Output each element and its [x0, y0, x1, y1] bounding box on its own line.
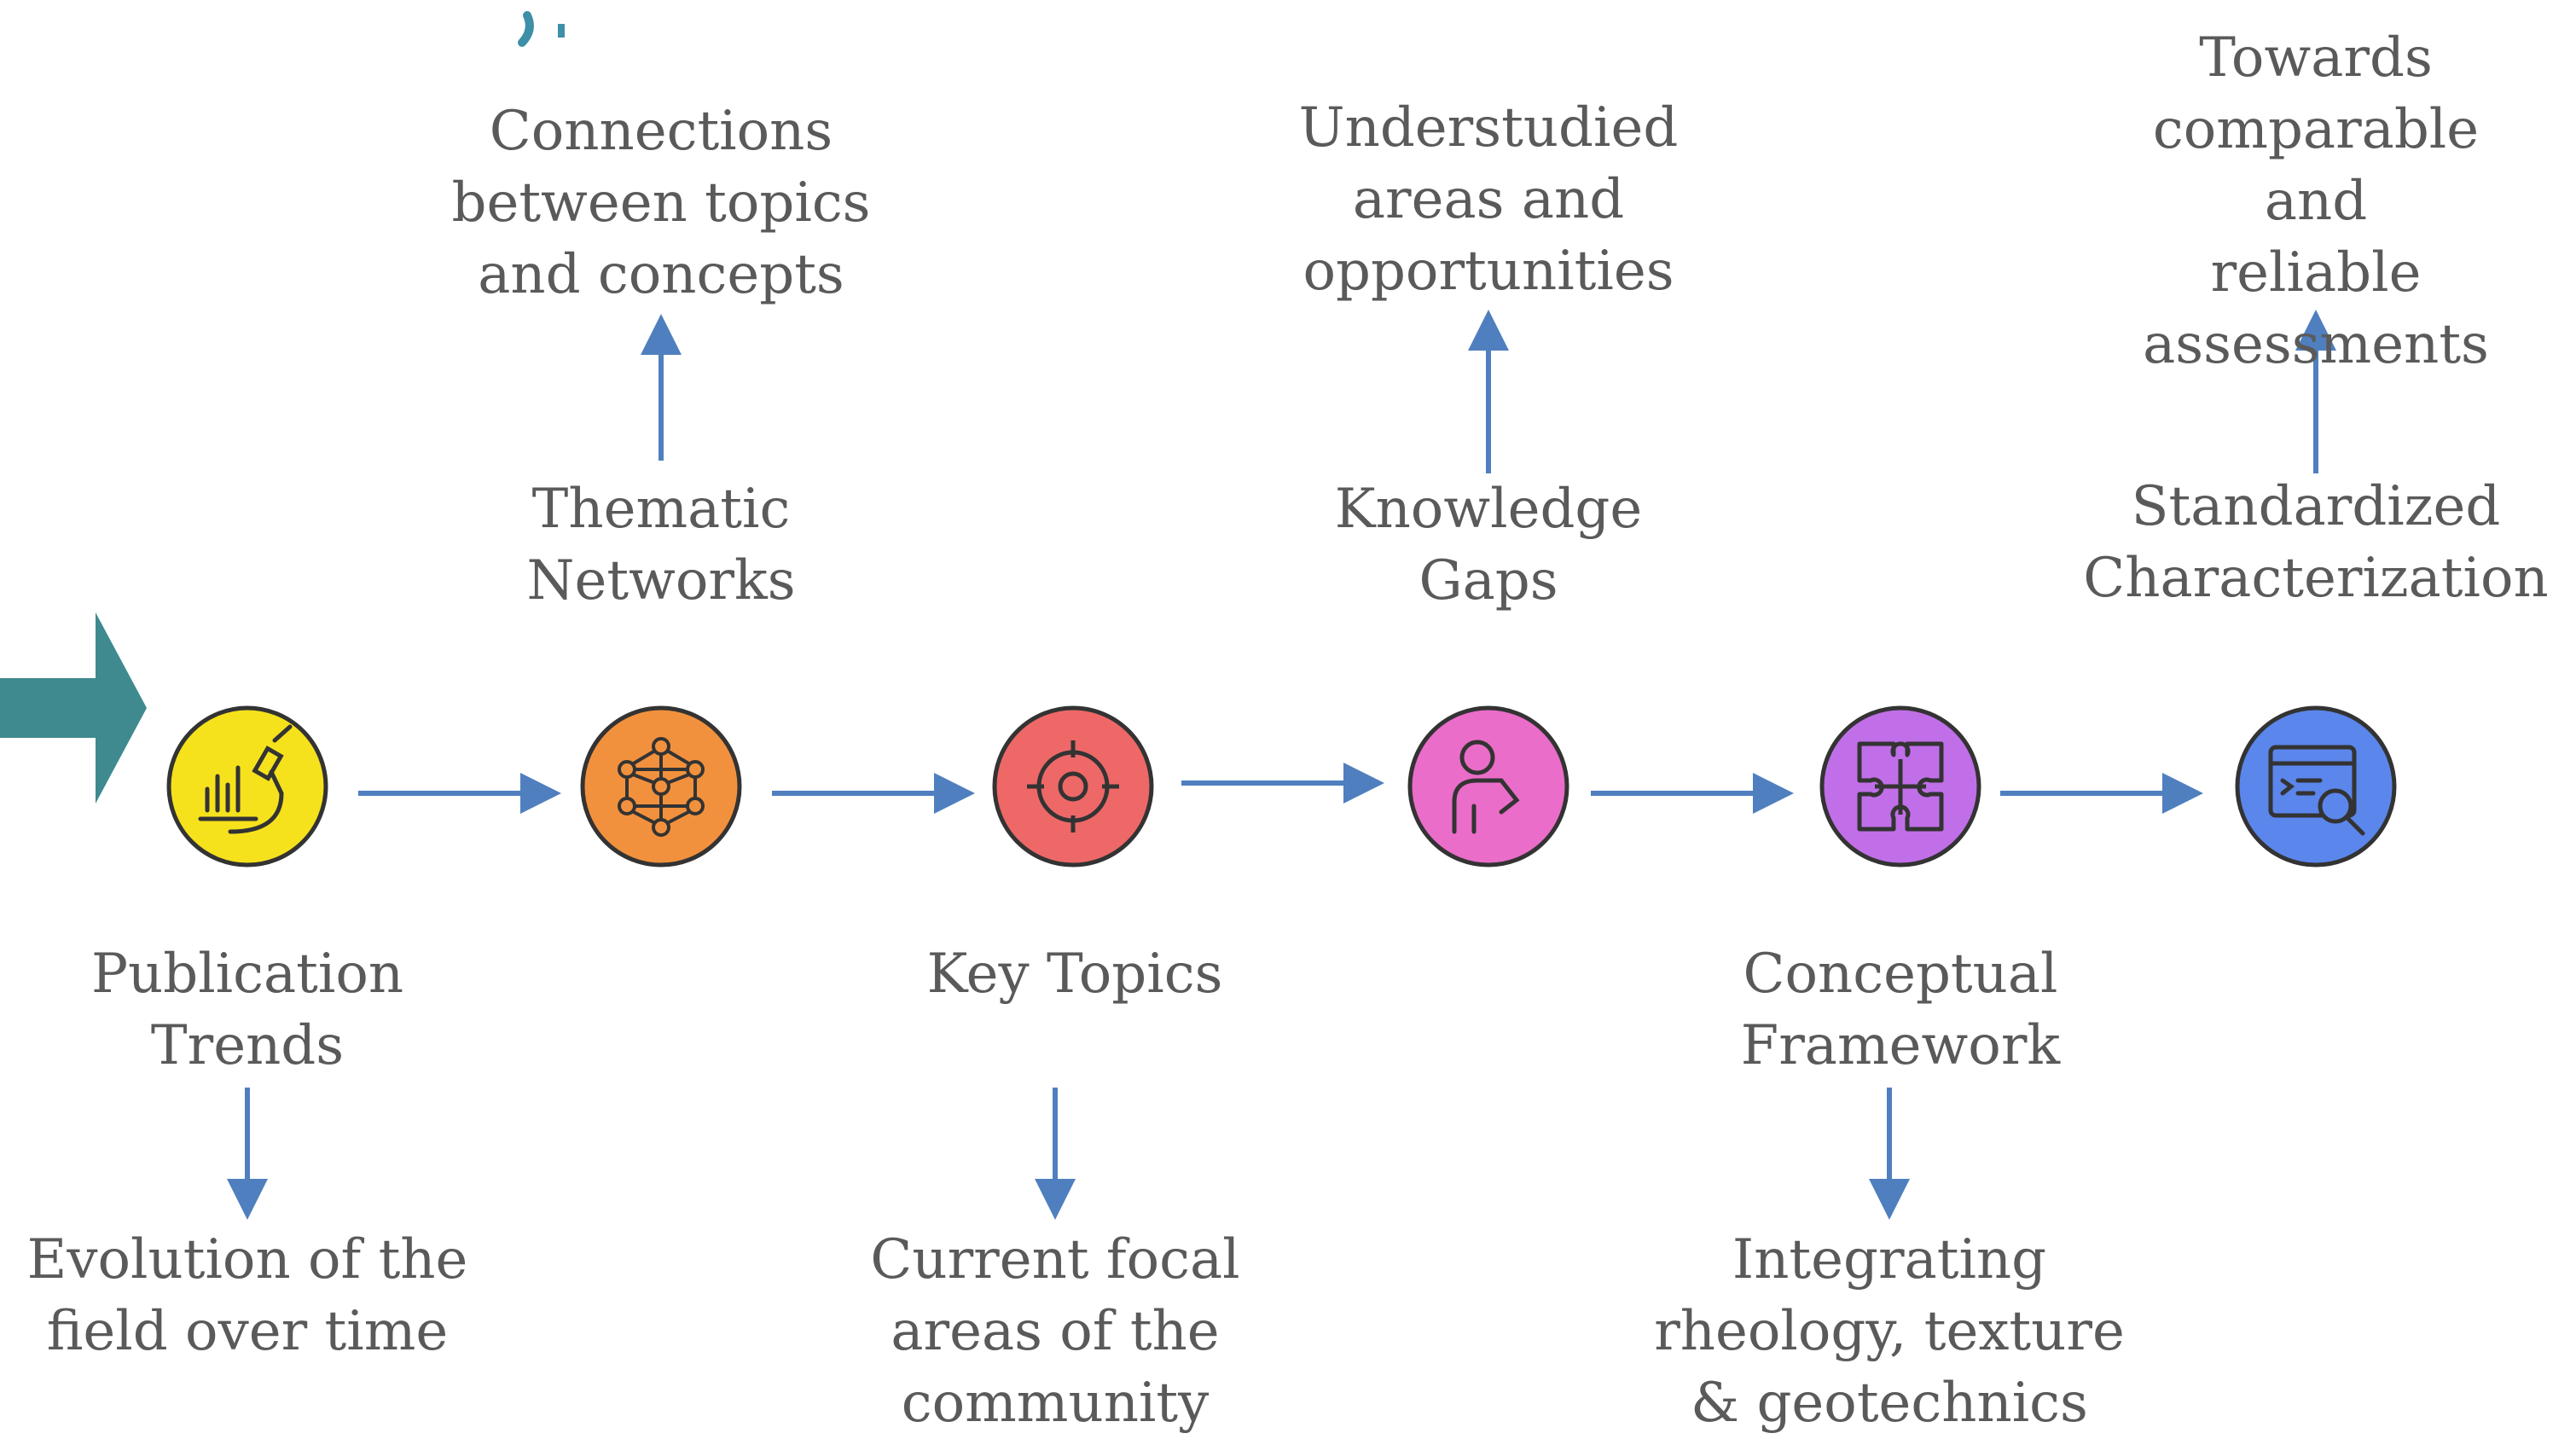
puzzle-icon [1857, 741, 1944, 832]
node-standardized-characterization [2235, 705, 2397, 867]
title-conceptual-framework: Conceptual Framework [1740, 943, 2061, 1077]
chart-microscope-icon [198, 724, 293, 834]
detail-key-topics: Current focal areas of the community [870, 1228, 1240, 1435]
search-window-icon [2268, 745, 2365, 836]
node-thematic-networks [580, 705, 742, 867]
target-icon [1027, 740, 1119, 833]
detail-publication-trends: Evolution of the field over time [26, 1228, 468, 1363]
detail-conceptual-framework: Integrating rheology, texture & geotechn… [1654, 1228, 2125, 1435]
decorative-mark [558, 24, 565, 38]
title-standardized-characterization: Standardized Characterization [2083, 475, 2549, 610]
detail-thematic-networks: Connections between topics and concepts [451, 100, 871, 306]
node-knowledge-gaps [1407, 705, 1569, 867]
detail-standardized-characterization: Towards comparable and reliable assessme… [2143, 26, 2489, 376]
entry-arrow [0, 612, 147, 804]
title-publication-trends: Publication Trends [90, 943, 404, 1077]
title-thematic-networks: Thematic Networks [526, 478, 796, 612]
horizontal-connectors [358, 763, 2203, 814]
vertical-connectors [227, 310, 2336, 1220]
person-thinking-icon [1452, 740, 1520, 834]
title-key-topics: Key Topics [926, 943, 1223, 1006]
detail-knowledge-gaps: Understudied areas and opportunities [1298, 96, 1679, 303]
title-knowledge-gaps: Knowledge Gaps [1334, 478, 1643, 612]
decorative-mark [518, 11, 534, 47]
node-publication-trends [166, 705, 328, 867]
network-graph-icon [618, 737, 705, 837]
node-key-topics [992, 705, 1154, 867]
node-conceptual-framework [1819, 705, 1981, 867]
